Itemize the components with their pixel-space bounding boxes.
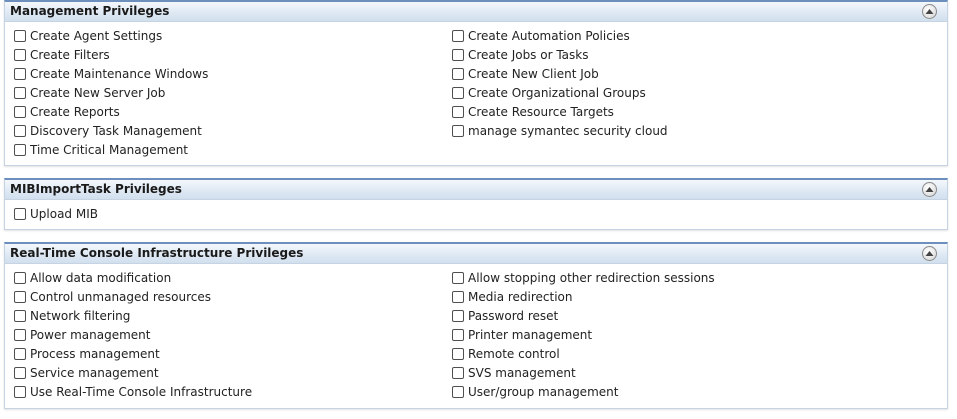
checkbox[interactable] — [452, 348, 464, 360]
checkbox-label: Use Real-Time Console Infrastructure — [30, 385, 253, 399]
checkbox[interactable] — [14, 68, 26, 80]
panel-header: MIBImportTask Privileges — [5, 180, 947, 200]
checkbox-label: Allow stopping other redirection session… — [468, 271, 715, 285]
checkbox[interactable] — [14, 348, 26, 360]
checkbox[interactable] — [452, 329, 464, 341]
collapse-up-icon[interactable] — [922, 246, 937, 261]
checkbox[interactable] — [14, 329, 26, 341]
checkbox[interactable] — [452, 386, 464, 398]
checkbox[interactable] — [14, 291, 26, 303]
checkbox-label: SVS management — [468, 366, 576, 380]
checkbox[interactable] — [452, 87, 464, 99]
checkbox-label: Process management — [30, 347, 160, 361]
checkbox[interactable] — [14, 49, 26, 61]
checkbox-label: Create Automation Policies — [468, 29, 630, 43]
checkbox-label: Password reset — [468, 309, 559, 323]
checkbox[interactable] — [14, 144, 26, 156]
checkbox[interactable] — [452, 367, 464, 379]
checkbox[interactable] — [452, 106, 464, 118]
checkbox-label: Upload MIB — [30, 207, 98, 221]
checkbox[interactable] — [452, 30, 464, 42]
checkbox[interactable] — [452, 291, 464, 303]
panel-header: Management Privileges — [5, 2, 947, 22]
checkbox-label: Power management — [30, 328, 151, 342]
checkbox-label: Allow data modification — [30, 271, 172, 285]
checkbox[interactable] — [452, 272, 464, 284]
checkbox[interactable] — [14, 208, 26, 220]
checkbox-label: manage symantec security cloud — [468, 124, 668, 138]
collapse-up-icon[interactable] — [922, 4, 937, 19]
mibimporttask-privileges-panel: MIBImportTask Privileges Upload MIB — [4, 178, 948, 230]
checkbox[interactable] — [452, 49, 464, 61]
management-privileges-panel: Management Privileges Create Agent Setti… — [4, 0, 948, 166]
checkbox-label: Time Critical Management — [30, 143, 189, 157]
checkbox-label: Remote control — [468, 347, 560, 361]
real-time-console-infrastructure-privileges-panel: Real-Time Console Infrastructure Privile… — [4, 242, 948, 409]
checkbox-label: Create Resource Targets — [468, 105, 614, 119]
panel-title: Management Privileges — [10, 4, 170, 18]
checkbox-label: Printer management — [468, 328, 593, 342]
checkbox[interactable] — [14, 125, 26, 137]
checkbox[interactable] — [452, 125, 464, 137]
checkbox[interactable] — [14, 87, 26, 99]
checkbox-label: Create New Server Job — [30, 86, 166, 100]
checkbox-label: Create Reports — [30, 105, 120, 119]
checkbox-label: Create Agent Settings — [30, 29, 163, 43]
checkbox[interactable] — [14, 310, 26, 322]
checkbox-label: Create Maintenance Windows — [30, 67, 209, 81]
checkbox-label: Create Filters — [30, 48, 110, 62]
checkbox-label: Create New Client Job — [468, 67, 599, 81]
checkbox[interactable] — [14, 30, 26, 42]
checkbox-label: Network filtering — [30, 309, 131, 323]
panel-title: MIBImportTask Privileges — [10, 182, 182, 196]
checkbox[interactable] — [14, 367, 26, 379]
checkbox-label: Create Organizational Groups — [468, 86, 646, 100]
checkbox-label: Discovery Task Management — [30, 124, 202, 138]
checkbox-label: Control unmanaged resources — [30, 290, 211, 304]
checkbox[interactable] — [452, 68, 464, 80]
checkbox-label: User/group management — [468, 385, 619, 399]
panel-title: Real-Time Console Infrastructure Privile… — [10, 246, 304, 260]
checkbox-label: Create Jobs or Tasks — [468, 48, 589, 62]
checkbox[interactable] — [14, 386, 26, 398]
panel-header: Real-Time Console Infrastructure Privile… — [5, 244, 947, 264]
collapse-up-icon[interactable] — [922, 182, 937, 197]
checkbox[interactable] — [14, 272, 26, 284]
checkbox-label: Service management — [30, 366, 159, 380]
checkbox[interactable] — [14, 106, 26, 118]
checkbox[interactable] — [452, 310, 464, 322]
checkbox-label: Media redirection — [468, 290, 573, 304]
